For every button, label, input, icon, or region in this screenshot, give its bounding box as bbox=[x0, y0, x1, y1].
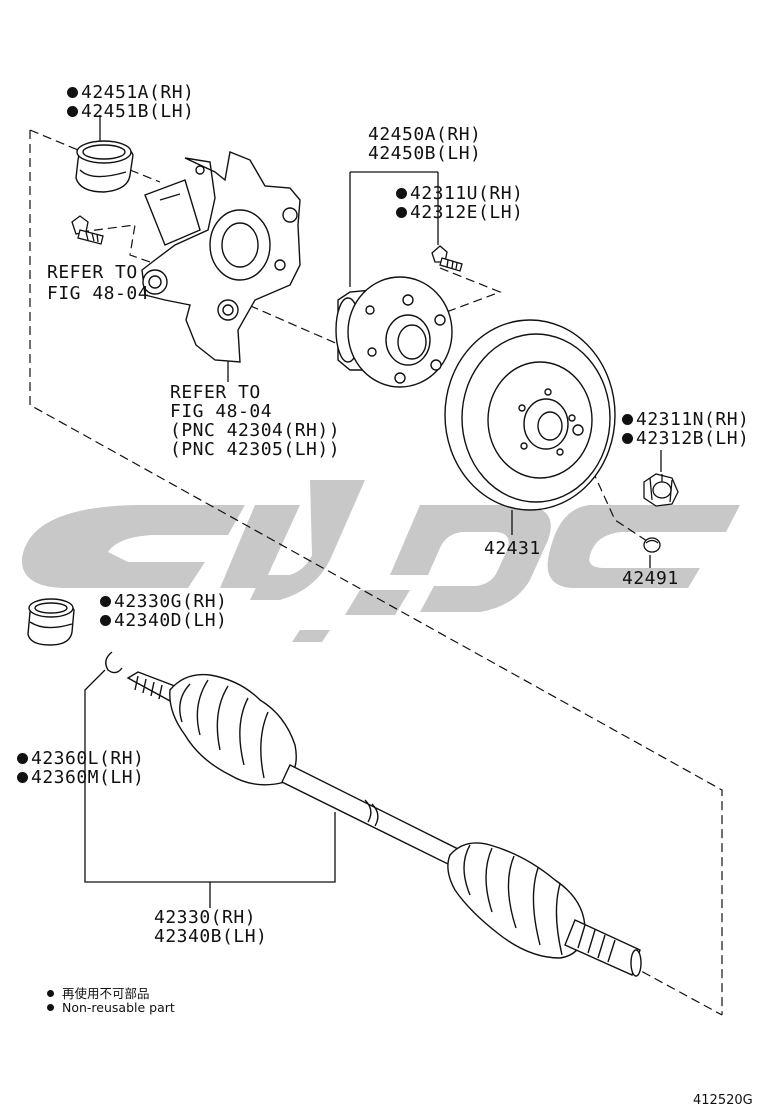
non-reusable-dot-icon bbox=[100, 615, 111, 626]
hub-bolt-rh-label: 42311U(RH) bbox=[396, 183, 523, 204]
bearing-seal-lh-label: 42451B(LH) bbox=[67, 101, 194, 122]
non-reusable-dot-icon bbox=[67, 106, 78, 117]
watermark-logo bbox=[21, 480, 740, 642]
hub-rh-label: 42450A(RH) bbox=[368, 124, 482, 145]
non-reusable-dot-icon bbox=[100, 596, 111, 607]
snap-ring-lh-label: 42360M(LH) bbox=[17, 767, 144, 788]
dust-seal bbox=[27, 598, 75, 646]
figure-id: 412520G bbox=[693, 1093, 753, 1108]
hub-bearing-assembly bbox=[335, 276, 453, 388]
non-reusable-dot-icon bbox=[622, 433, 633, 444]
hub-bolt bbox=[431, 245, 463, 272]
legend-chinese: 再使用不可部品 bbox=[47, 983, 150, 1002]
shaft-lh-label: 42340B(LH) bbox=[154, 926, 268, 947]
leader-lines bbox=[84, 115, 662, 908]
non-reusable-dot-icon bbox=[17, 753, 28, 764]
refer-fig-2-line1: REFER TO bbox=[170, 382, 261, 403]
disc-label: 42431 bbox=[484, 538, 541, 559]
drive-shaft bbox=[126, 671, 642, 977]
hub-nut-rh-label: 42311N(RH) bbox=[622, 409, 749, 430]
non-reusable-dot-icon bbox=[396, 207, 407, 218]
non-reusable-dot-icon bbox=[67, 87, 78, 98]
hub-nut-lh-label: 42312B(LH) bbox=[622, 428, 749, 449]
cap bbox=[643, 537, 661, 553]
bearing-seal-rh-label: 42451A(RH) bbox=[67, 82, 194, 103]
refer-fig-2-line4: (PNC 42305(LH)) bbox=[170, 439, 341, 460]
steering-knuckle bbox=[141, 151, 301, 363]
cap-label: 42491 bbox=[622, 568, 679, 589]
refer-fig-2-line2: FIG 48-04 bbox=[170, 401, 273, 422]
hub-bolt-lh-label: 42312E(LH) bbox=[396, 202, 523, 223]
snap-ring-rh-label: 42360L(RH) bbox=[17, 748, 144, 769]
refer-fig-1-line1: REFER TO bbox=[47, 262, 138, 283]
non-reusable-dot-icon bbox=[396, 188, 407, 199]
brake-disc bbox=[444, 319, 616, 511]
knuckle-bolt bbox=[71, 215, 104, 245]
snap-ring bbox=[105, 651, 123, 674]
bearing-seal-ring bbox=[75, 140, 134, 193]
hub-nut bbox=[643, 473, 679, 507]
non-reusable-dot-icon bbox=[622, 414, 633, 425]
hub-lh-label: 42450B(LH) bbox=[368, 143, 482, 164]
dust-seal-rh-label: 42330G(RH) bbox=[100, 591, 227, 612]
non-reusable-dot-icon bbox=[17, 772, 28, 783]
non-reusable-dot-icon bbox=[47, 990, 54, 997]
shaft-rh-label: 42330(RH) bbox=[154, 907, 257, 928]
non-reusable-dot-icon bbox=[47, 1004, 54, 1011]
legend-english: Non-reusable part bbox=[47, 1000, 175, 1015]
refer-fig-2-line3: (PNC 42304(RH)) bbox=[170, 420, 341, 441]
refer-fig-1-line2: FIG 48-04 bbox=[47, 283, 150, 304]
dust-seal-lh-label: 42340D(LH) bbox=[100, 610, 227, 631]
